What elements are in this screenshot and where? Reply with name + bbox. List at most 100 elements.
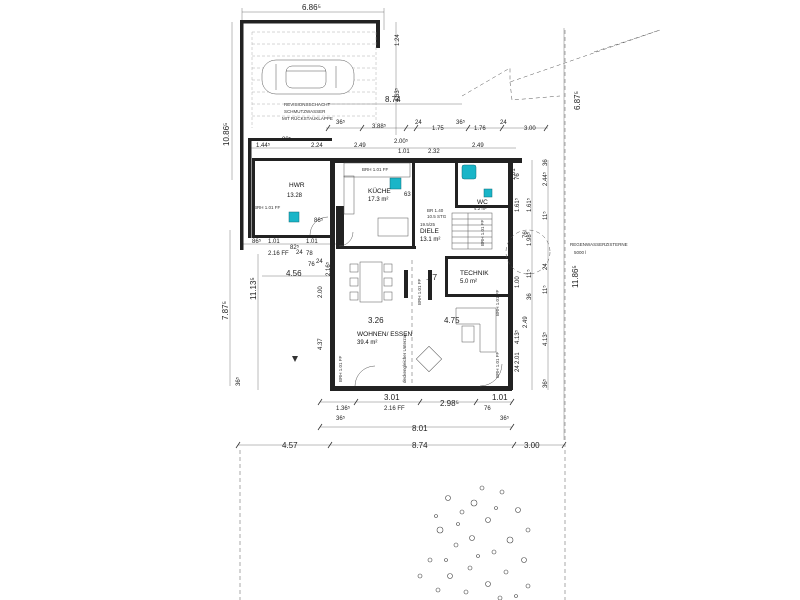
- annotations: REGENWASSERZISTERNE 5000 l deckengleiche…: [338, 219, 628, 383]
- room-labels: KÜCHE 17.3 m² BRH 1.01 FF HWR 13.28 BRH …: [254, 167, 489, 346]
- north-arrow-icon: [292, 356, 298, 362]
- dim-row3-e: 2.49: [472, 143, 484, 149]
- kitchen-sink: [389, 177, 402, 190]
- room-name-technik: TECHNIK: [460, 270, 489, 277]
- hwr-sink: [288, 211, 300, 223]
- rainwater-cistern: [505, 229, 551, 275]
- dim-car-height: 10.86⁵: [222, 123, 231, 146]
- dim-row2-a: 36⁵: [336, 119, 346, 126]
- dim-site-c: 3.00: [524, 441, 540, 450]
- dim-top-side-b: 4.63⁵: [394, 87, 401, 102]
- dim-top-total: 6.86⁵: [302, 3, 321, 12]
- svg-text:REVISIONSSCHACHT: REVISIONSSCHACHT: [284, 102, 331, 107]
- brh-note-2: BRH 1.01 FF: [495, 289, 500, 316]
- dim-row2-c: 24: [415, 120, 422, 126]
- svg-text:SCHMUTZWASSER: SCHMUTZWASSER: [284, 109, 326, 114]
- dim-left-m: 36⁵: [235, 376, 242, 386]
- dim-left-c: 1.01: [306, 239, 318, 245]
- note-diele-b: 10.5 STG: [427, 214, 447, 219]
- wc-toilet: [461, 164, 493, 198]
- dim-row2-d: 1.75: [432, 126, 444, 132]
- beam-note: deckengleicher Unterzug: [402, 333, 407, 383]
- dim-right-a: 2.44⁵: [542, 171, 549, 186]
- dim-bot-total: 8.01: [412, 424, 428, 433]
- dim-86: 86⁵: [314, 217, 324, 224]
- room-name-wc: WC: [477, 199, 488, 206]
- dim-row3-b: 2.24: [311, 143, 323, 149]
- dim-row3-g: 1.01: [398, 149, 410, 155]
- dim-row3-f: 1.44⁵: [256, 142, 271, 149]
- dim-bot-d: 1.01: [492, 393, 508, 402]
- dim-row2-f: 1.76: [474, 126, 486, 132]
- garden-trees: [417, 485, 531, 600]
- dining-table: [349, 261, 393, 303]
- dimension-lines: [229, 8, 567, 449]
- room-area-hwr: 13.28: [287, 193, 303, 199]
- car-icon: [261, 59, 355, 95]
- cistern-label: REGENWASSERZISTERNE: [570, 242, 628, 247]
- dim-right-f: 4.13⁵: [542, 331, 549, 346]
- room-name-kueche: KÜCHE: [368, 187, 391, 195]
- dim-bot-g: 36⁵: [336, 415, 346, 422]
- dim-left-d: 2.16 FF: [268, 251, 289, 257]
- dim-bot-f: 76: [484, 406, 491, 412]
- staircase: [451, 212, 493, 250]
- dim-left-h: 24: [316, 259, 323, 265]
- revision-shaft-note: REVISIONSSCHACHT SCHMUTZWASSER MIT RÜCKS…: [282, 102, 333, 121]
- dim-left-b: 82⁵: [290, 244, 300, 251]
- dim-left-i: 11.13⁵: [249, 277, 258, 300]
- dim-right-m: 76: [523, 231, 529, 238]
- bottom-left-note: BRH 1.01 FF: [480, 219, 485, 246]
- dim-row2-e: 36⁵: [456, 119, 466, 126]
- dim-right-l: 36⁵: [542, 378, 549, 388]
- dim-wohnen-w: 3.26: [368, 316, 384, 325]
- dimension-labels: 6.86⁵ 1.24 4.63⁵ 10.86⁵ 8.74 36⁵ 3.88⁵ 2…: [221, 3, 582, 450]
- room-area-diele: 13.1 m²: [420, 237, 440, 243]
- room-area-technik: 5.0 m²: [460, 279, 477, 285]
- cistern-volume: 5000 l: [574, 250, 586, 255]
- dim-right-e: 1.01: [511, 168, 517, 180]
- svg-text:MIT RÜCKSTAUKLAPPE: MIT RÜCKSTAUKLAPPE: [282, 115, 333, 121]
- dim-76: 76: [308, 262, 315, 268]
- dim-left-a: 1.01: [268, 239, 280, 245]
- dim-right-n: 24: [515, 365, 521, 372]
- dim-row3-c: 2.49: [354, 143, 366, 149]
- dim-bot-e: 2.16 FF: [384, 406, 405, 412]
- note-hwr: BRH 1.01 FF: [254, 205, 281, 210]
- carport: REVISIONSSCHACHT SCHMUTZWASSER MIT RÜCKS…: [240, 20, 380, 250]
- dim-right-j: 2.49: [523, 316, 529, 328]
- house-walls: [252, 158, 522, 391]
- dim-right-o: 1.00: [515, 276, 521, 288]
- note-diele-a: BR 1.40: [427, 208, 444, 213]
- dim-left-f: 86⁵: [252, 238, 262, 245]
- dim-house-width: 8.74: [385, 95, 401, 104]
- dim-row3-h: 2.32: [428, 149, 440, 155]
- dim-row3-d: 2.00⁵: [394, 138, 409, 145]
- dim-24c: 24: [543, 263, 549, 270]
- room-name-hwr: HWR: [289, 182, 305, 189]
- dim-site-a: 4.57: [282, 441, 298, 450]
- stairs-ratio: 19.5/25: [420, 222, 436, 227]
- dim-right-b: 1.61⁵: [526, 197, 533, 212]
- dim-161: 1.61⁵: [514, 197, 521, 212]
- dim-right-h: 6.87⁵: [573, 91, 582, 110]
- dim-24b: 24: [296, 250, 303, 256]
- dim-right-i: 1.98⁵: [526, 231, 533, 246]
- dim-row2-b: 3.88⁵: [372, 123, 387, 130]
- dim-left-j: 7.87⁵: [221, 301, 230, 320]
- room-area-kueche: 17.3 m²: [368, 197, 388, 203]
- dim-right-g: 11.86⁵: [571, 265, 580, 288]
- dim-36b: 36: [527, 293, 533, 300]
- dim-11c: 11⁵: [542, 285, 549, 294]
- dim-left-l: 4.37: [318, 338, 324, 350]
- site-boundary: [239, 29, 661, 600]
- room-name-diele: DIELE: [420, 228, 439, 235]
- dim-right-d: 11⁵: [542, 211, 549, 220]
- dim-wohnen-b: 4.75: [444, 316, 460, 325]
- dim-row2-h: 3.00: [524, 126, 536, 132]
- dim-site-b: 8.74: [412, 441, 428, 450]
- dim-row2-g: 24: [500, 120, 507, 126]
- dim-63: 63: [404, 192, 411, 198]
- dim-row3-a: 88⁵: [282, 136, 292, 143]
